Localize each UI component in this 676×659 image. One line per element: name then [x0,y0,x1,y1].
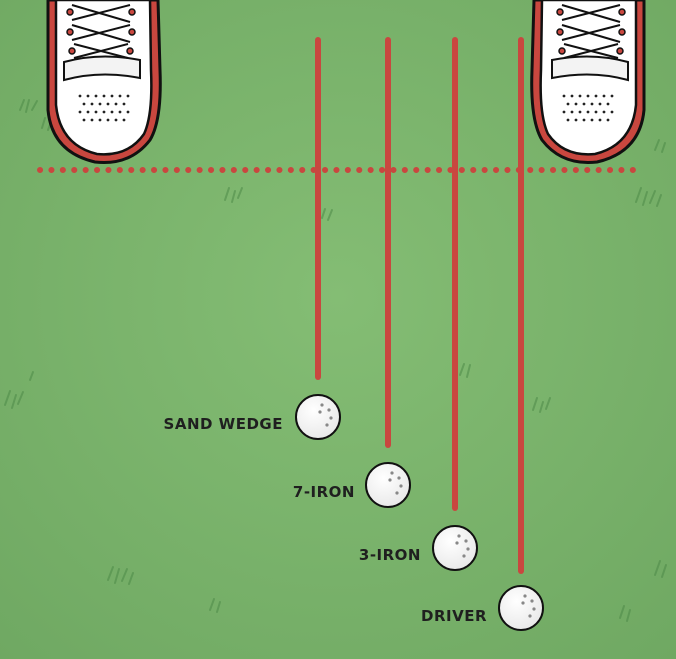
7-iron-label: 7-IRON [293,483,355,501]
guide-lines [315,37,524,574]
driver-golf-ball-icon [498,585,544,631]
left-golf-shoe-icon [46,0,162,165]
3-iron-label: 3-IRON [359,546,421,564]
sand-wedge-golf-ball-icon [295,394,341,440]
driver-label: DRIVER [421,607,487,625]
sand-wedge-label: SAND WEDGE [164,415,283,433]
7-iron-golf-ball-icon [365,462,411,508]
3-iron-golf-ball-icon [432,525,478,571]
grass-tufts [4,99,667,622]
right-golf-shoe-icon [530,0,646,165]
